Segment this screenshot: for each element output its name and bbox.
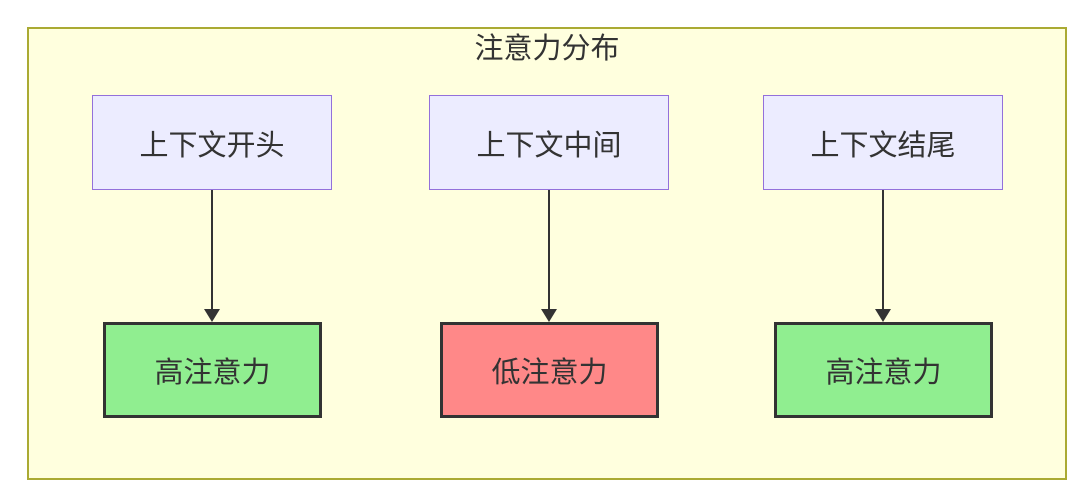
target-node-high-attention-1: 高注意力 [103, 322, 322, 418]
diagram-title: 注意力分布 [474, 33, 620, 65]
target-node-label: 低注意力 [491, 357, 608, 389]
arrowhead-icon [204, 309, 220, 322]
arrow-line [882, 190, 884, 310]
target-node-low-attention: 低注意力 [440, 322, 659, 418]
arrowhead-icon [875, 309, 891, 322]
arrow-line [211, 190, 213, 310]
source-node-context-end: 上下文结尾 [763, 95, 1003, 190]
source-node-label: 上下文结尾 [810, 129, 956, 162]
target-node-high-attention-2: 高注意力 [774, 322, 993, 418]
target-node-label: 高注意力 [825, 357, 942, 389]
target-node-label: 高注意力 [154, 357, 271, 389]
arrowhead-icon [541, 309, 557, 322]
source-node-label: 上下文中间 [476, 129, 622, 162]
attention-distribution-subgraph: 注意力分布 上下文开头 高注意力 上下文中间 低注意力 上下文结尾 高注意力 [27, 27, 1067, 480]
source-node-context-beginning: 上下文开头 [92, 95, 332, 190]
source-node-context-middle: 上下文中间 [429, 95, 669, 190]
arrow-line [548, 190, 550, 310]
source-node-label: 上下文开头 [139, 129, 285, 162]
